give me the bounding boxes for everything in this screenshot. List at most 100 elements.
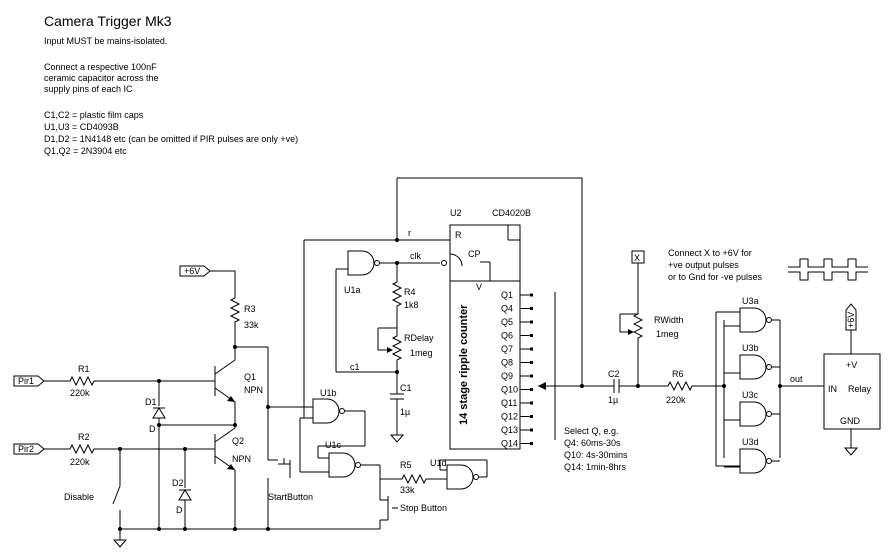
r1-label: R1 [78,364,90,374]
r6-label: R6 [672,369,684,379]
counter-output-q14: Q14 [501,439,518,449]
q1-label: Q1 [244,372,256,382]
counter-pad-q8[interactable] [530,361,533,364]
d2-label: D2 [172,478,184,488]
svg-text:Pir1: Pir1 [18,376,34,386]
note-parts-3: D1,D2 = 1N4148 etc (can be omitted if PI… [44,134,298,144]
counter-pad-q11[interactable] [530,401,533,405]
u2-part: CD4020B [492,208,531,218]
note-parts-1: C1,C2 = plastic film caps [44,110,144,120]
relay-in: IN [828,384,837,394]
counter-pad-q9[interactable] [530,374,533,378]
supply-terminal: +6V [179,265,211,277]
q1-transistor [214,347,236,425]
d2-k: D [176,505,183,515]
counter-pad-q6[interactable] [530,334,533,337]
r4-label: R4 [404,287,416,297]
u1a-label: U1a [344,285,361,295]
x-terminal: X [631,250,645,264]
relay-supply-terminal: +6V [845,303,857,331]
counter-pad-q1[interactable] [530,293,533,297]
net-c1: c1 [350,362,360,372]
start-label: StartButton [268,492,313,502]
u2-counter-block [449,280,521,450]
u3c-gate [724,401,780,427]
pir2-terminal: Pir2 [13,443,45,455]
u3a-gate [724,307,780,333]
r3-value: 33k [244,320,259,330]
u3b-label: U3b [742,343,759,353]
c1-value: 1µ [400,407,410,417]
net-out: out [790,374,803,384]
c1-label: C1 [400,383,412,393]
d1-k: D [149,424,156,434]
d1-label: D1 [145,397,157,407]
counter-pad-q4[interactable] [530,307,533,310]
relay-module [823,353,881,430]
counter-output-q5: Q5 [501,317,513,327]
svg-text:+6V: +6V [846,312,856,328]
relay-vplus: +V [846,360,857,370]
svg-text:X: X [634,253,640,263]
connect-line-3: or to Gnd for -ve pulses [668,272,763,282]
counter-output-q10: Q10 [501,385,518,395]
counter-pad-q5[interactable] [530,320,533,324]
svg-text:+6V: +6V [184,266,200,276]
note-cap-2: ceramic capacitor across the [44,73,159,83]
u1d-label: U1d [430,458,447,468]
counter-pad-q12[interactable] [530,415,533,418]
r2-label: R2 [78,432,90,442]
note-cap-3: supply pins of each IC [44,84,133,94]
counter-output-q7: Q7 [501,344,513,354]
u2-name: 14 stage ripple counter [458,304,470,425]
page-title: Camera Trigger Mk3 [44,13,172,29]
counter-pad-q13[interactable] [530,428,533,432]
u3b-gate [724,354,780,380]
counter-pad-q7[interactable] [530,347,533,351]
rdelay-value: 1meg [410,348,433,358]
disable-label: Disable [64,492,94,502]
counter-output-q4: Q4 [501,304,513,314]
u3c-label: U3c [742,390,759,400]
counter-output-q11: Q11 [501,398,517,408]
counter-output-q9: Q9 [501,371,513,381]
u1b-gate [312,398,345,424]
r5-label: R5 [400,460,412,470]
net-clk: clk [410,251,421,261]
rwidth-label: RWidth [654,315,683,325]
counter-pad-q10[interactable] [530,388,533,391]
r4-value: 1k8 [404,300,419,310]
u1c-label: U1c [325,440,342,450]
u3a-label: U3a [742,296,759,306]
stop-button[interactable] [379,479,398,529]
negative-pulse-waveform [788,271,868,281]
select-line-4: Q14: 1min-8hrs [564,462,627,472]
positive-pulse-waveform [788,258,868,268]
u1b-label: U1b [320,388,337,398]
u3d-label: U3d [742,437,759,447]
note-cap-1: Connect a respective 100nF [44,62,157,72]
relay-gnd: GND [840,416,861,426]
connect-line-2: +ve output pulses [668,260,739,270]
counter-pad-q14[interactable] [530,442,533,445]
r3-label: R3 [244,304,256,314]
note-parts-2: U1,U3 = CD4093B [44,122,119,132]
select-line-1: Select Q, e.g. [564,426,619,436]
counter-output-q8: Q8 [501,358,513,368]
d2-diode [178,447,192,529]
c2-value: 1µ [608,395,618,405]
u1c-gate [328,452,361,478]
rwidth-value: 1meg [656,329,679,339]
disable-switch[interactable] [112,447,122,540]
counter-output-q1: Q1 [501,290,513,300]
start-button[interactable] [267,458,291,529]
relay-name: Relay [848,384,872,394]
c2-label: C2 [608,369,620,379]
select-line-3: Q10: 4s-30mins [564,450,628,460]
connect-line-1: Connect X to +6V for [668,248,752,258]
u2-r-pin: R [455,230,462,240]
q1-type: NPN [244,385,263,395]
counter-output-q6: Q6 [501,331,513,341]
